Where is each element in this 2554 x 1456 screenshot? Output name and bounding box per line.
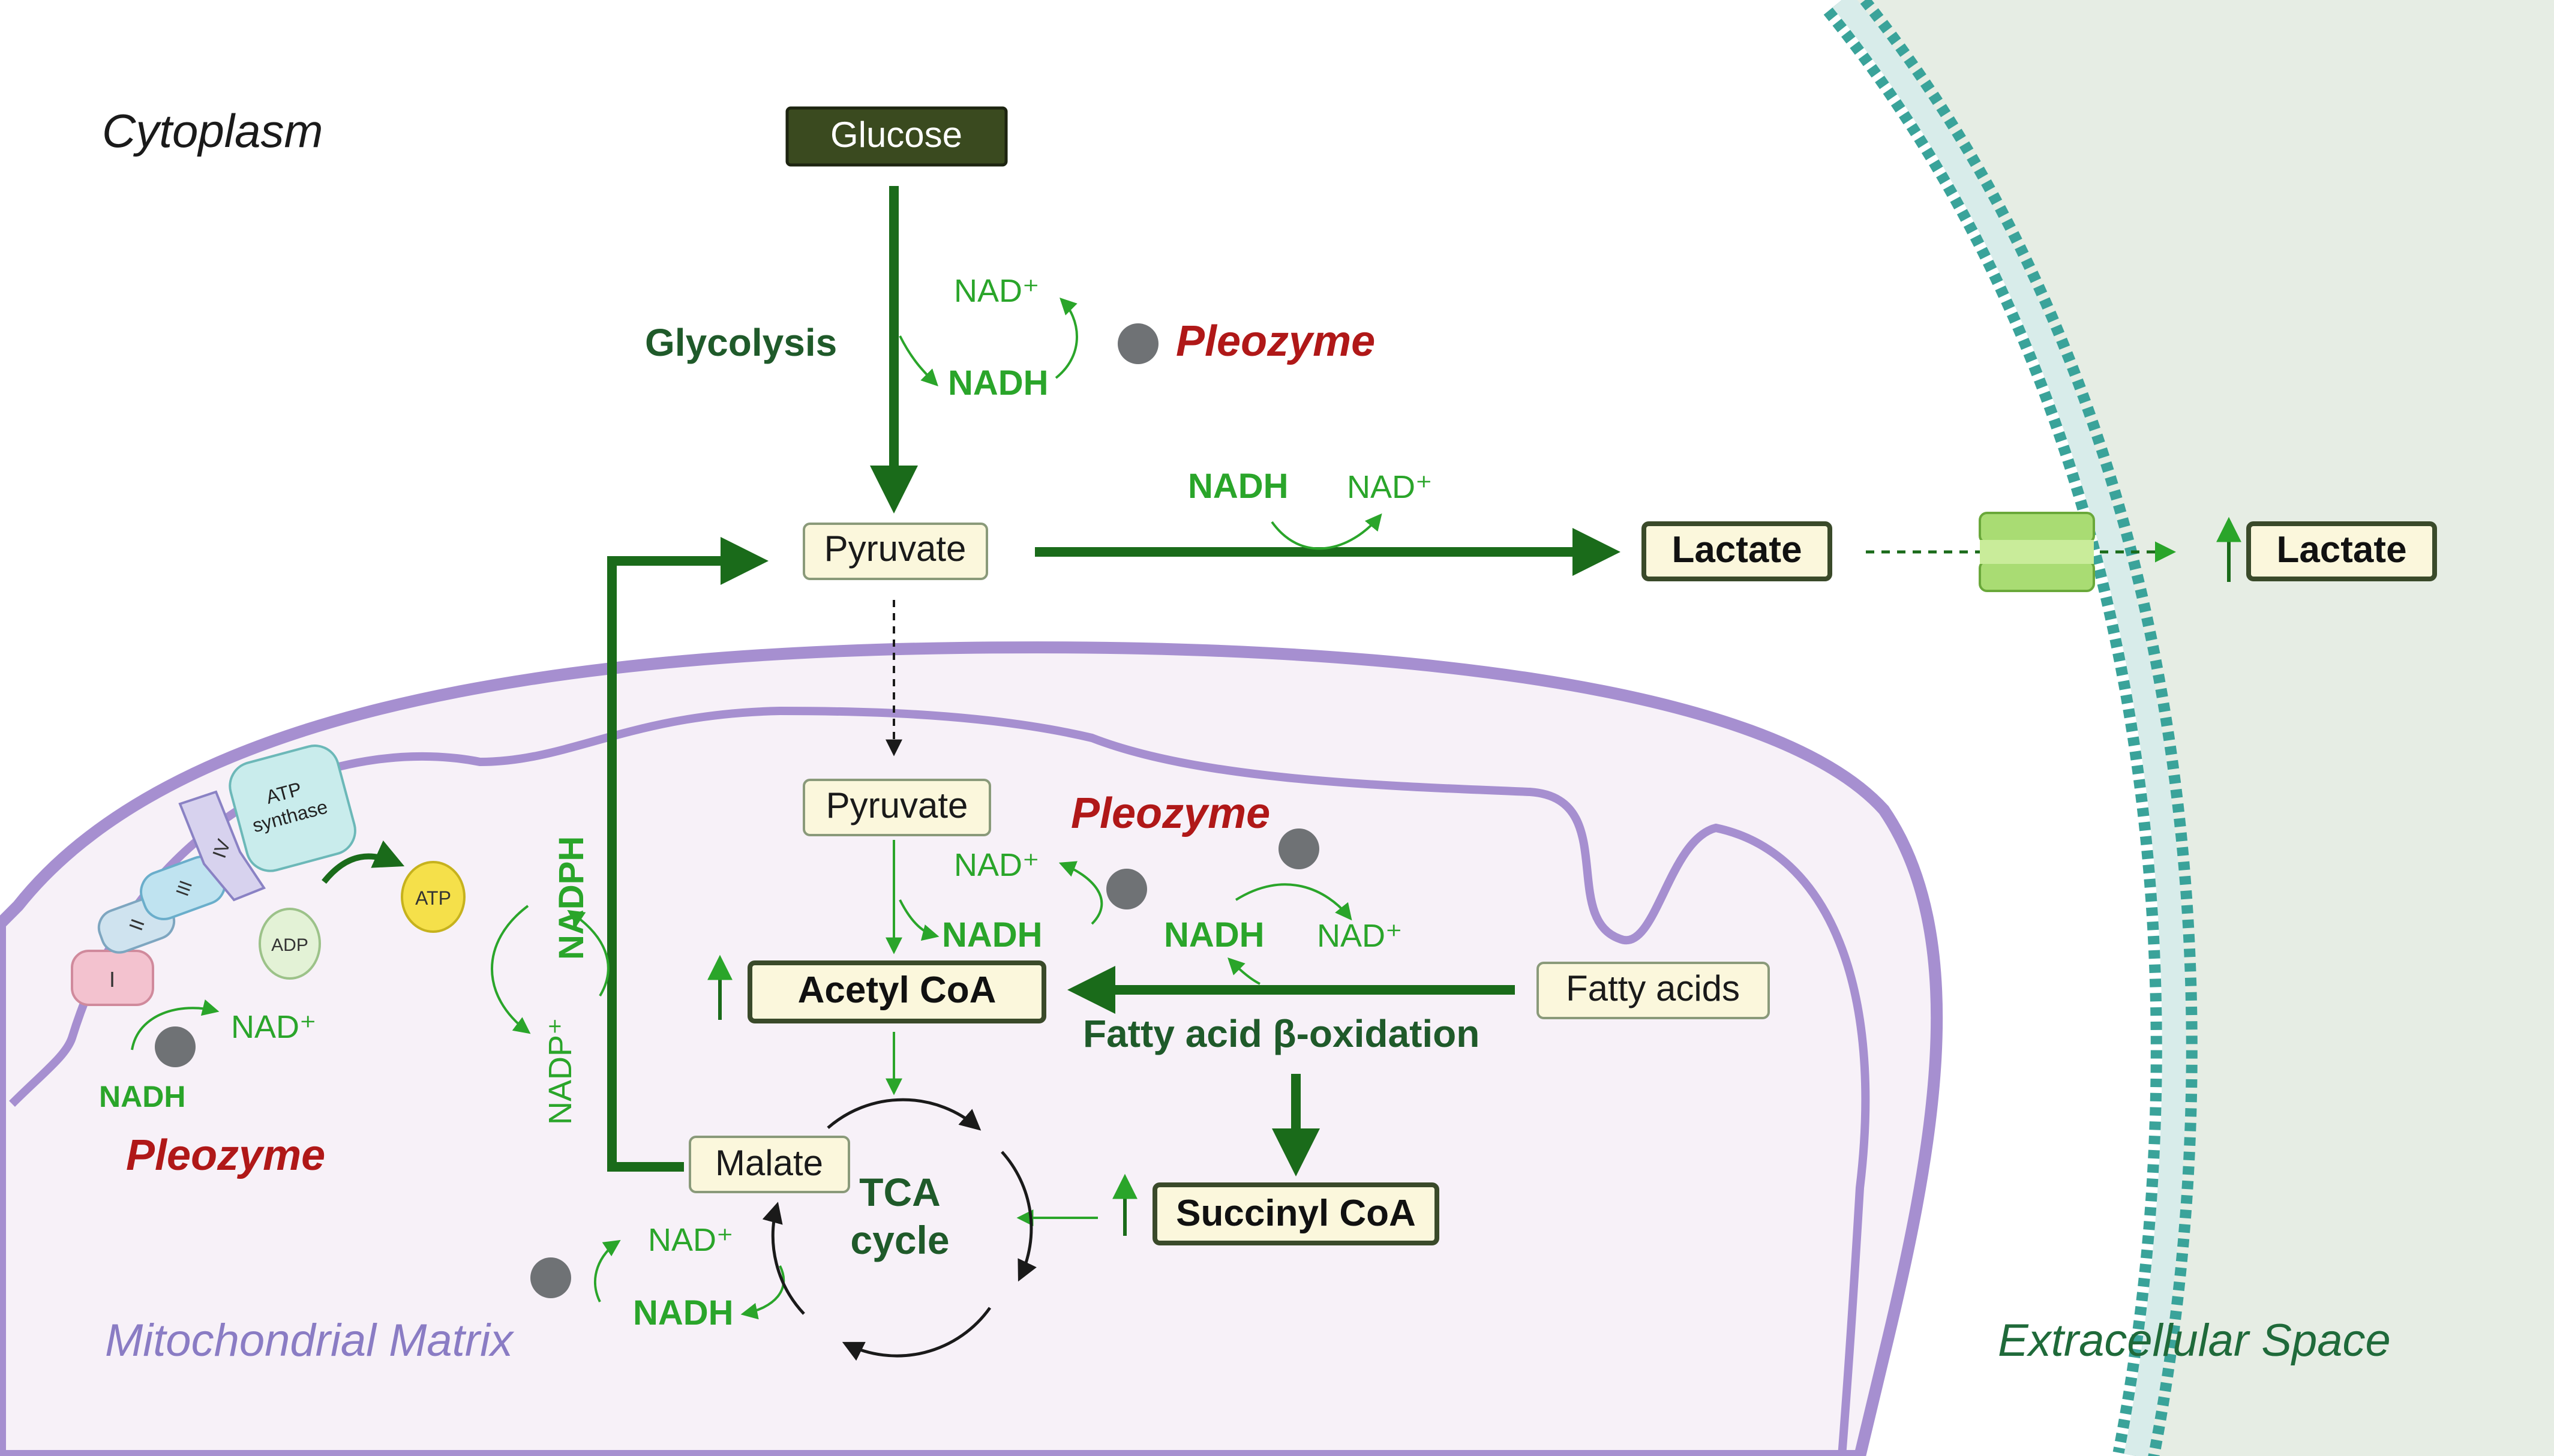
pyruvate-cyto-label: Pyruvate <box>824 529 967 569</box>
electron-transport-chain: I II III IV ATP synthase ADP ATP <box>71 744 466 1006</box>
pyruvate-mito-label: Pyruvate <box>826 785 968 825</box>
lactate-nad-curve <box>1271 513 1382 550</box>
nadh-glycolysis: NADH <box>948 364 1049 403</box>
atp-molecule <box>401 861 466 933</box>
fao-nadh-curve <box>1228 957 1261 985</box>
mitochondrion-outer-membrane <box>0 641 1943 1456</box>
tca-arc-top <box>827 1098 982 1131</box>
pleozyme-particle-mito-1 <box>1278 828 1319 869</box>
lactate-in-box <box>1641 521 1832 581</box>
glycolysis-nadh-curve <box>899 335 938 386</box>
pdh-regenerate-curve <box>1058 861 1103 925</box>
nadph-malic-enzyme: NADPH <box>552 836 591 960</box>
extracellular-space-label: Extracellular Space <box>1998 1315 2391 1366</box>
plasma-membrane-inner <box>1832 0 2186 1456</box>
succinyl-coa-label: Succinyl CoA <box>1176 1193 1416 1234</box>
nadh-pdh: NADH <box>942 915 1043 954</box>
pleozyme-label-top: Pleozyme <box>1176 317 1375 365</box>
mitochondrial-matrix-label: Mitochondrial Matrix <box>105 1315 515 1366</box>
adp-label: ADP <box>271 935 308 955</box>
succinyl-coa-box <box>1153 1182 1439 1245</box>
fatty-acid-beta-oxidation-label: Fatty acid β-oxidation <box>1083 1012 1479 1055</box>
pleozyme-label-etc: Pleozyme <box>126 1131 325 1179</box>
glucose-label: Glucose <box>830 115 962 155</box>
tca-label-line2: cycle <box>850 1218 949 1262</box>
malate-to-pyruvate-arrow <box>607 537 769 1172</box>
glycolysis-label: Glycolysis <box>645 321 837 364</box>
tca-label-line1: TCA <box>859 1170 941 1214</box>
nad-plus-pdh: NAD⁺ <box>954 847 1040 883</box>
atp-label: ATP <box>415 887 451 909</box>
malate-nadph-curve-right <box>567 909 610 997</box>
pleozyme-particle-tca <box>530 1257 571 1298</box>
adp-molecule <box>259 908 321 980</box>
nadh-tca: NADH <box>633 1293 734 1332</box>
nad-plus-tca: NAD⁺ <box>648 1222 734 1258</box>
fatty-acids-label: Fatty acids <box>1566 968 1740 1008</box>
atp-synthase <box>229 744 356 872</box>
tca-arc-right <box>1001 1151 1037 1282</box>
lactate-out-label: Lactate <box>2276 529 2406 571</box>
nad-plus-lactate: NAD⁺ <box>1347 469 1433 505</box>
tca-arc-bottom <box>842 1307 992 1361</box>
pyruvate-cyto-box <box>803 523 988 580</box>
glucose-box <box>785 106 1008 167</box>
pleozyme-particle-top <box>1118 323 1159 364</box>
pleozyme-label-mito: Pleozyme <box>1071 789 1270 837</box>
cytoplasm-label: Cytoplasm <box>102 104 323 157</box>
etc-nadh-curve <box>131 999 220 1050</box>
lactate-out-box <box>2246 521 2437 581</box>
extracellular-space <box>1842 0 2554 1456</box>
pyruvate-mito-box <box>803 779 991 836</box>
nadh-etc: NADH <box>99 1080 185 1113</box>
nadp-plus-malic-enzyme: NADP⁺ <box>542 1017 578 1125</box>
lactate-transporter <box>1979 512 2095 592</box>
lactate-in-label: Lactate <box>1671 529 1802 571</box>
acetyl-coa-box <box>748 960 1046 1023</box>
pleozyme-particle-etc <box>155 1026 196 1067</box>
acetyl-coa-label: Acetyl CoA <box>798 969 997 1011</box>
tca-to-nadh-curve <box>740 1265 785 1320</box>
fao-regenerate-curve <box>1235 883 1352 921</box>
pleozyme-particle-mito-2 <box>1106 869 1147 909</box>
nad-plus-etc: NAD⁺ <box>231 1009 317 1045</box>
complex-iv <box>178 790 266 902</box>
nadh-fao: NADH <box>1164 915 1265 954</box>
nadh-lactate: NADH <box>1188 467 1289 506</box>
tca-nadh-curve <box>594 1239 621 1302</box>
malate-nadp-curve-left <box>491 905 531 1034</box>
glycolysis-regenerate-curve <box>1055 298 1078 379</box>
fatty-acids-box <box>1536 962 1770 1019</box>
malate-box <box>689 1136 850 1193</box>
pdh-nadh-curve <box>899 899 940 941</box>
malate-label: Malate <box>715 1143 823 1183</box>
tca-arc-left <box>762 1202 805 1315</box>
complex-i-label: I <box>109 967 115 992</box>
nad-plus-glycolysis: NAD⁺ <box>954 273 1040 309</box>
adp-to-atp-arrow <box>322 840 405 884</box>
nad-plus-fao: NAD⁺ <box>1317 918 1403 954</box>
